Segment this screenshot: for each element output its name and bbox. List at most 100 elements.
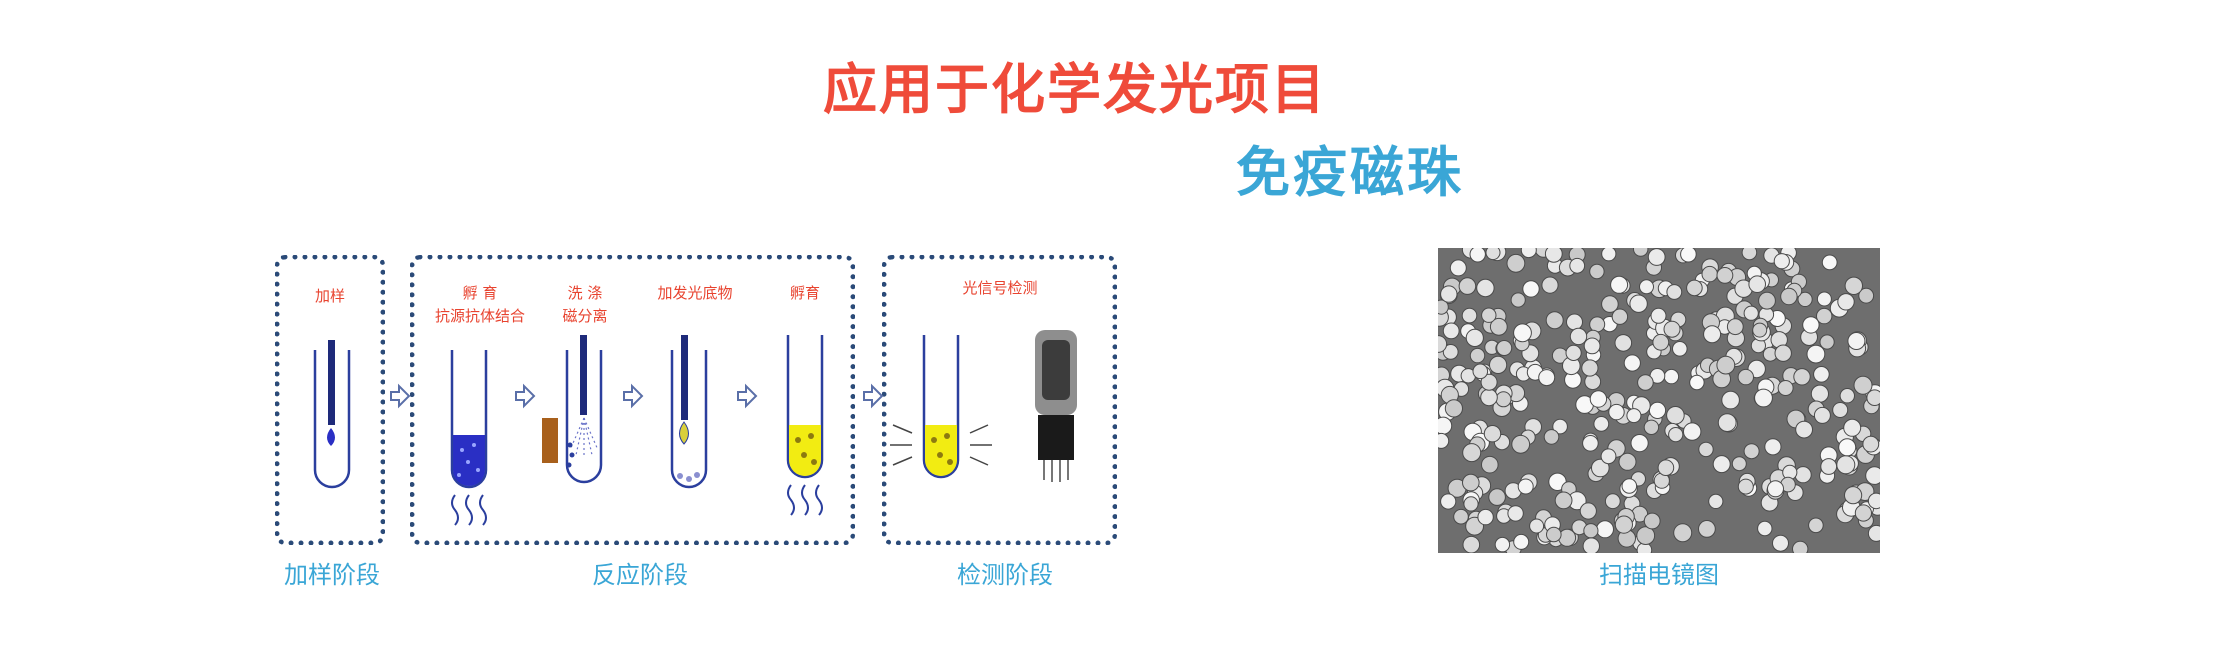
magnetic-bead [1698,441,1714,458]
magnetic-bead [1630,434,1649,453]
magnetic-bead [1462,443,1482,463]
magnetic-bead [1449,259,1467,277]
magnetic-bead [1623,354,1641,372]
magnetic-bead [1566,313,1583,331]
magnetic-bead [1689,374,1705,391]
magnetic-bead [1853,375,1873,395]
magnetic-bead [1584,373,1602,391]
magnetic-bead [1777,380,1794,396]
magnetic-bead [1862,435,1880,453]
magnetic-bead [1621,478,1638,494]
magnetic-bead [1843,418,1862,437]
pipette-icon [328,340,335,425]
magnetic-bead [1832,402,1849,418]
magnetic-bead [1650,307,1667,324]
magnetic-bead [1717,413,1737,433]
pipette-icon [681,335,688,420]
reaction-stage-panel [410,255,855,545]
magnetic-bead [1797,291,1813,308]
step-label-add-substrate: 加发光底物 [657,284,733,302]
magnetic-bead [1591,458,1610,478]
magnetic-bead [1442,344,1459,360]
step-label-wash: 洗 涤 [567,284,603,302]
magnetic-bead [1629,294,1648,313]
magnetic-bead [1703,325,1722,344]
detection-stage-panel [882,255,1117,545]
magnetic-bead [1844,486,1863,505]
magnetic-bead [1569,257,1586,274]
magnetic-bead [1716,355,1736,375]
magnetic-bead [1683,422,1702,441]
magnetic-bead [1552,418,1568,435]
magnetic-bead [1673,523,1693,543]
magnetic-bead [1601,248,1617,262]
magnetic-bead [1716,267,1734,284]
magnetic-bead [1737,368,1754,386]
magnetic-bead [1663,368,1680,385]
magnetic-bead [1767,480,1784,498]
magnetic-bead [1581,359,1599,377]
magnetic-bead [1795,420,1814,439]
magnetic-bead [1438,335,1448,353]
step-label-add-sample: 加样 [314,287,345,305]
magnetic-bead [1819,334,1835,350]
magnetic-bead [1611,308,1629,325]
magnetic-bead [1752,322,1768,338]
sample-stage-panel [275,255,385,545]
magnetic-bead [1737,478,1754,495]
magnetic-bead [1680,248,1697,263]
magnetic-bead [1867,524,1880,542]
magnetic-bead [1821,254,1838,271]
process-diagram [313,330,1077,526]
magnetic-bead [1813,366,1830,383]
magnetic-bead [1495,391,1512,408]
test-tube-icon [786,335,824,479]
magnetic-bead [1506,253,1526,273]
magnetic-bead [1633,248,1649,257]
magnetic-bead [1698,520,1716,538]
magnetic-bead [1743,443,1760,460]
magnetic-bead [1440,285,1458,303]
magnetic-bead [1522,280,1540,298]
page-subtitle: 免疫磁珠 [1236,141,1464,204]
magnetic-bead [1458,277,1477,295]
magnetic-bead [1438,432,1450,449]
magnetic-bead [1637,374,1654,391]
magnetic-bead [1854,504,1872,522]
magnetic-bead [1529,518,1545,534]
magnetic-bead [1639,279,1654,295]
magnetic-bead [1483,425,1502,443]
magnetic-bead [1686,279,1703,297]
magnetic-bead [1541,276,1559,294]
magnetic-bead [1480,373,1498,391]
magnetic-bead [1748,275,1767,294]
test-tube-icon [313,350,351,489]
magnetic-bead [1469,248,1486,263]
magnetic-bead [1780,287,1798,306]
magnetic-bead [1476,278,1495,298]
magnetic-bead [1462,535,1481,553]
yellow-liquid [789,425,821,476]
magnetic-bead [1596,520,1614,539]
magnetic-bead [1583,523,1599,539]
magnetic-bead [1810,384,1829,403]
magnetic-bead [1847,332,1866,350]
magnetic-bead [1643,419,1660,436]
magnetic-bead [1601,295,1619,313]
magnetic-bead [1813,406,1831,424]
magnetic-bead [1582,537,1600,553]
magnetic-bead [1741,248,1758,261]
heat-wave-icon [451,484,823,526]
magnetic-bead [1743,305,1759,321]
magnetic-bead [1513,533,1530,550]
magnetic-bead [1589,390,1608,408]
magnetic-bead [1836,455,1856,475]
magnetic-bead [1465,328,1484,348]
magnetic-bead [1453,508,1469,525]
sem-caption: 扫描电镜图 [1599,561,1719,589]
magnetic-bead [1858,287,1875,304]
magnetic-bead [1507,505,1524,522]
magnetic-bead [1792,540,1809,553]
stage-label-sample: 加样阶段 [284,561,380,589]
magnetic-bead [1593,416,1610,432]
